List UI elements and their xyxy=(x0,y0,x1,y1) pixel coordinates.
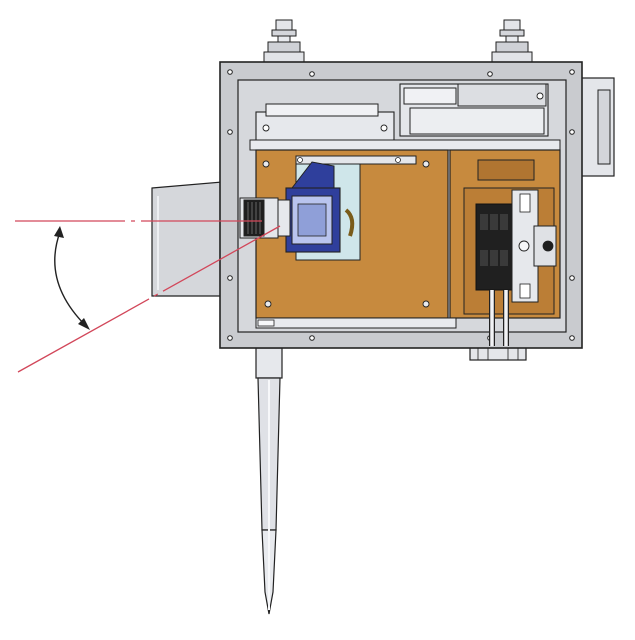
top-component-right xyxy=(399,83,549,137)
terminal-block xyxy=(475,189,557,303)
side-connector xyxy=(579,77,615,177)
cable-gland-right xyxy=(491,19,533,65)
internal-wires xyxy=(489,290,509,346)
tilt-angle-arrow xyxy=(54,226,90,330)
beam-lines xyxy=(15,220,281,373)
cable-gland-left xyxy=(263,19,305,65)
mounting-rail xyxy=(249,139,561,151)
optical-window-hood xyxy=(151,181,223,297)
top-component-left xyxy=(255,103,395,143)
mounting-pole xyxy=(255,347,283,615)
sensor-lens xyxy=(239,197,279,239)
bottom-rail xyxy=(255,317,457,329)
